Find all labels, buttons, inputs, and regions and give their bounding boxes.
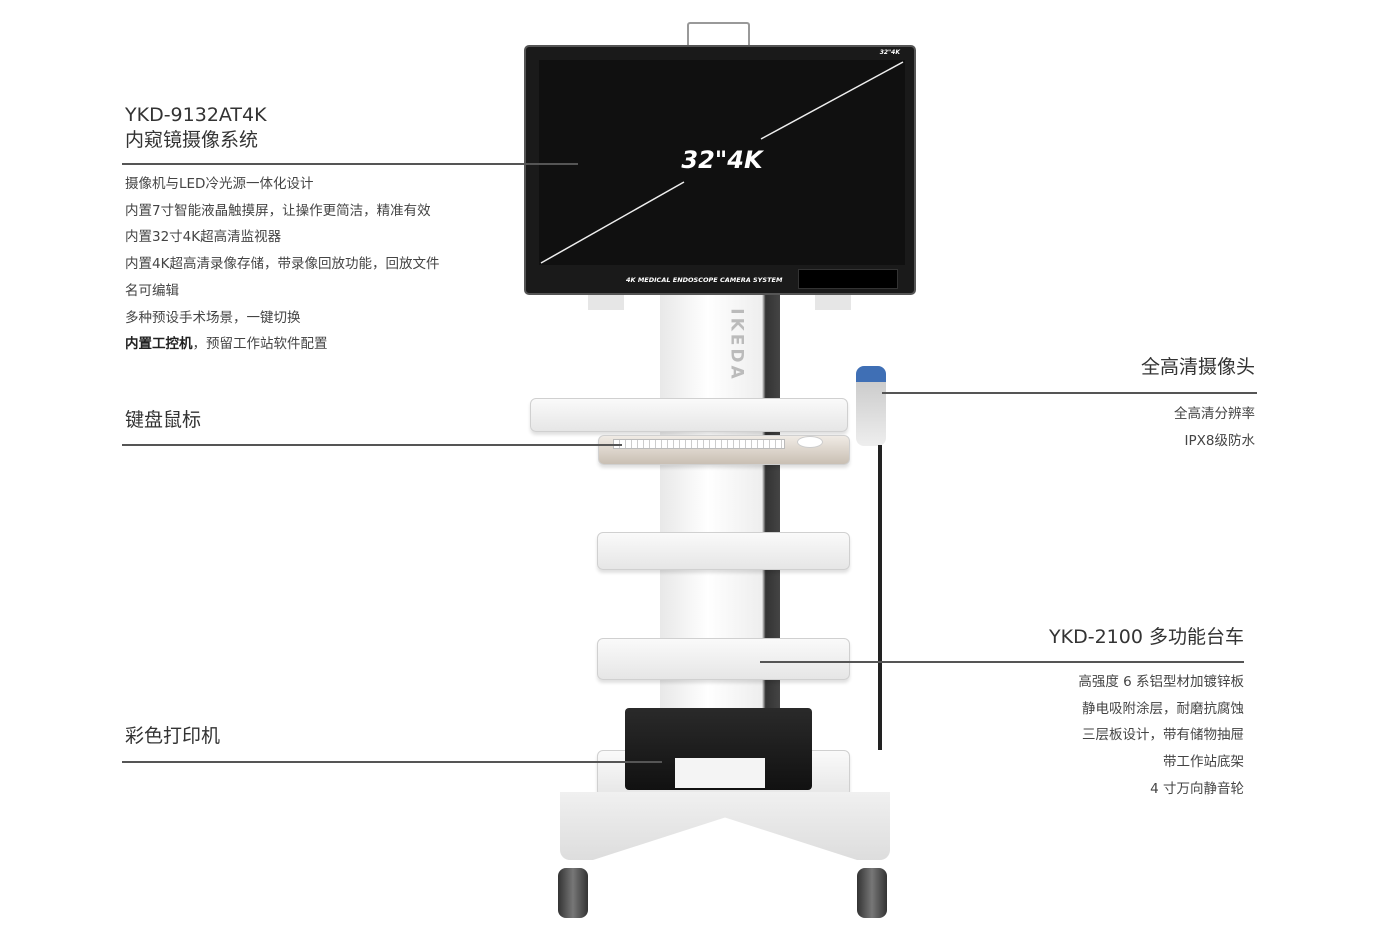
feature-rest: ，预留工作站软件配置 <box>192 336 328 353</box>
monitor-bottom-label: 4K MEDICAL ENDOSCOPE CAMERA SYSTEM <box>626 276 783 284</box>
feature-bold: 内置工控机 <box>125 336 193 353</box>
feature-item: IPX8级防水 <box>1184 432 1255 449</box>
feature-item: 三层板设计，带有储物抽屉 <box>1082 727 1244 744</box>
monitor: 32"4K 32"4K 4K MEDICAL ENDOSCOPE CAMERA … <box>524 45 916 295</box>
wheel <box>857 868 887 918</box>
feature-item: 4 寸万向静音轮 <box>1150 780 1244 797</box>
keyboard-title: 键盘鼠标 <box>125 409 202 431</box>
mouse <box>797 436 823 448</box>
middle-shelf <box>597 532 850 570</box>
callout-line <box>122 163 578 165</box>
system-model: YKD-9132AT4K <box>125 104 267 126</box>
cart-feature-list: 高强度 6 系铝型材加镀锌板 静电吸附涂层，耐磨抗腐蚀 三层板设计，带有储物抽屉… <box>1078 669 1244 803</box>
monitor-bracket-left <box>588 295 624 310</box>
feature-item: 名可编辑 <box>125 282 179 299</box>
wheel <box>558 868 588 918</box>
feature-item: 静电吸附涂层，耐磨抗腐蚀 <box>1082 700 1244 717</box>
lower-shelf <box>597 638 850 680</box>
callout-line <box>122 444 622 446</box>
printer-title: 彩色打印机 <box>125 725 221 747</box>
keyboard-tray <box>598 435 850 465</box>
camera-head <box>856 366 886 446</box>
feature-item: 摄像机与LED冷光源一体化设计 <box>125 176 314 192</box>
callout-line <box>760 661 1244 663</box>
feature-item: 高强度 6 系铝型材加镀锌板 <box>1078 674 1244 690</box>
feature-item: 内置4K超高清录像存储，带录像回放功能，回放文件 <box>125 256 440 273</box>
printer <box>625 708 812 790</box>
system-feature-list: 摄像机与LED冷光源一体化设计 内置7寸智能液晶触摸屏，让操作更简洁，精准有效 … <box>125 171 439 358</box>
feature-item: 内置7寸智能液晶触摸屏，让操作更简洁，精准有效 <box>125 202 431 219</box>
screen-size-label: 32"4K <box>681 146 763 174</box>
cart-title: YKD-2100 多功能台车 <box>1049 626 1244 648</box>
feature-item: 多种预设手术场景，一键切换 <box>125 309 301 326</box>
keyboard <box>613 439 785 449</box>
monitor-corner-label: 32"4K <box>879 49 900 56</box>
system-name: 内窥镜摄像系统 <box>125 129 259 151</box>
printer-paper <box>675 758 765 788</box>
camera-cable <box>878 445 882 750</box>
monitor-handle <box>687 22 750 46</box>
camera-title: 全高清摄像头 <box>1140 356 1255 378</box>
control-panel <box>798 269 898 289</box>
feature-item: 内置32寸4K超高清监视器 <box>125 229 282 246</box>
feature-item: 全高清分辨率 <box>1174 406 1255 422</box>
feature-item: 内置工控机，预留工作站软件配置 <box>125 331 439 358</box>
camera-feature-list: 全高清分辨率 IPX8级防水 <box>1174 401 1255 454</box>
callout-line <box>122 761 662 763</box>
monitor-screen: 32"4K <box>539 60 905 265</box>
top-shelf <box>530 398 848 432</box>
callout-line <box>882 392 1257 394</box>
brand-label: IKEDA <box>726 308 747 382</box>
monitor-bracket-right <box>815 295 851 310</box>
feature-item: 带工作站底架 <box>1163 754 1244 771</box>
cart-column <box>660 290 780 770</box>
